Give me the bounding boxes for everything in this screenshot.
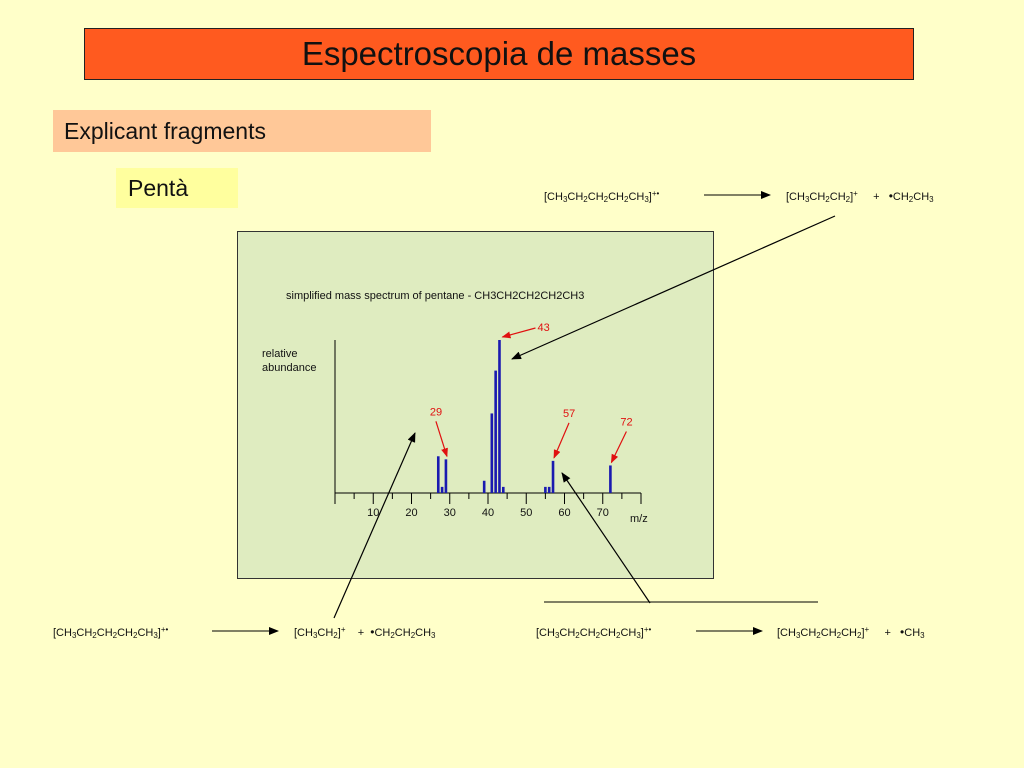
x-tick-label: 70 (597, 507, 609, 519)
chart-title: simplified mass spectrum of pentane - CH… (286, 290, 584, 302)
reaction-1-product: [CH3CH2CH2]+ + •CH2CH3 (786, 189, 934, 204)
x-tick-label: 40 (482, 507, 494, 519)
peak-annotation-arrow (610, 431, 627, 464)
peak-annotation-arrow (501, 327, 536, 339)
spectrum-peak (440, 486, 444, 493)
pointer-29 (333, 432, 416, 619)
y-axis-label: relative abundance (262, 348, 316, 374)
x-tick-label: 10 (367, 507, 379, 519)
pointer-43 (511, 215, 836, 360)
pointer-57 (561, 472, 651, 604)
peak-annotation-arrow (553, 422, 570, 459)
reaction-3-product: [CH3CH2CH2CH2]+ + •CH3 (777, 625, 925, 640)
spectrum-peak (436, 456, 440, 493)
peak-annotation-label: 29 (430, 406, 442, 418)
peak-annotation-arrow (435, 421, 448, 458)
spectrum-peak (444, 459, 448, 493)
x-tick-label: 60 (558, 507, 570, 519)
section-heading: Explicant fragments (53, 110, 431, 152)
reaction-3-reactant: [CH3CH2CH2CH2CH3]+• (536, 625, 652, 640)
spectrum-peak (547, 486, 551, 493)
peak-annotation-label: 57 (563, 408, 575, 420)
peak-annotation-label: 43 (537, 322, 549, 334)
spectrum-peak (494, 370, 497, 493)
x-tick-label: 30 (444, 507, 456, 519)
x-axis-label: m/z (630, 513, 648, 525)
page-title: Espectroscopia de masses (84, 28, 914, 80)
spectrum-peak (551, 460, 555, 493)
compound-tag: Pentà (116, 168, 238, 208)
spectrum-peak (609, 465, 612, 493)
reaction-2-product: [CH3CH2]+ + •CH2CH2CH3 (294, 625, 436, 640)
peak-annotation-label: 72 (620, 416, 632, 428)
spectrum-panel (237, 231, 714, 579)
x-tick-label: 50 (520, 507, 532, 519)
spectrum-peak (482, 480, 486, 493)
x-tick-label: 20 (405, 507, 417, 519)
spectrum-peak (498, 340, 501, 493)
spectrum-peak (502, 486, 505, 493)
spectrum-peak (490, 413, 494, 493)
reaction-2-reactant: [CH3CH2CH2CH2CH3]+• (53, 625, 169, 640)
reaction-1-reactant: [CH3CH2CH2CH2CH3]+• (544, 189, 660, 204)
spectrum-peak (544, 486, 547, 493)
